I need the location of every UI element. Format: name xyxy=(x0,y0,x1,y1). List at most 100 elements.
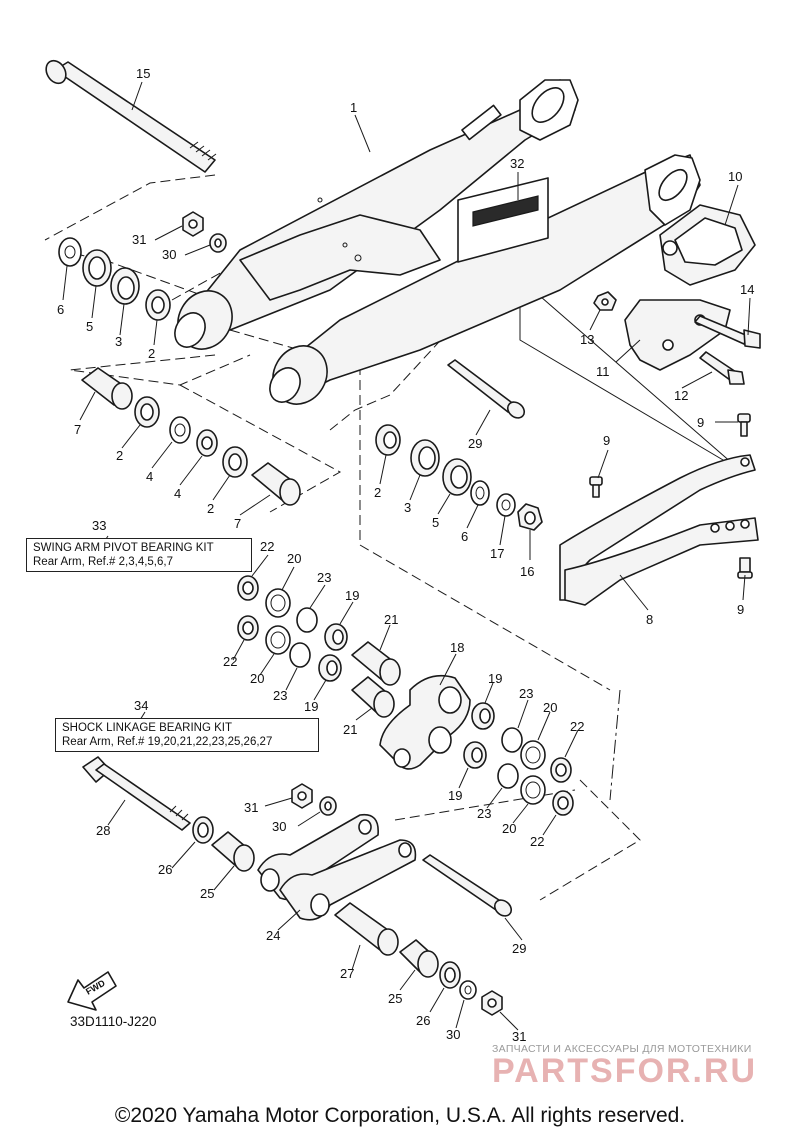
callout-numbers: 15 1 32 10 31 30 14 6 5 3 2 13 11 12 7 9… xyxy=(57,66,754,1044)
callout-22-b: 22 xyxy=(223,654,237,669)
callout-18: 18 xyxy=(450,640,464,655)
callout-23-a: 23 xyxy=(317,570,331,585)
callout-23-d: 23 xyxy=(477,806,491,821)
swing-arm-pivot-kit-box: SWING ARM PIVOT BEARING KIT Rear Arm, Re… xyxy=(26,538,252,572)
callout-9-mid: 9 xyxy=(603,433,610,448)
part-29-bolt-lower xyxy=(422,854,513,917)
callout-3-right: 3 xyxy=(404,500,411,515)
part-9-screw xyxy=(589,413,753,579)
callout-7-upper: 7 xyxy=(74,422,81,437)
callout-25-right: 25 xyxy=(388,991,402,1006)
callout-26-left: 26 xyxy=(158,862,172,877)
callout-32: 32 xyxy=(510,156,524,171)
part-24-connecting-rod xyxy=(257,813,417,921)
callout-12: 12 xyxy=(674,388,688,403)
callout-33: 33 xyxy=(92,518,106,533)
callout-2-kit-b: 2 xyxy=(207,501,214,516)
callout-30-mid: 30 xyxy=(272,819,286,834)
part-10-chain-puller xyxy=(659,204,756,286)
callout-9-right: 9 xyxy=(697,415,704,430)
callout-20-a: 20 xyxy=(287,551,301,566)
callout-6-right: 6 xyxy=(461,529,468,544)
callout-29-lower: 29 xyxy=(512,941,526,956)
callout-24: 24 xyxy=(266,928,280,943)
callout-20-c: 20 xyxy=(543,700,557,715)
callout-19-c: 19 xyxy=(304,699,318,714)
diagram-code: 33D1110-J220 xyxy=(70,1014,157,1029)
part-18-relay-arm xyxy=(379,674,471,770)
callout-30-top: 30 xyxy=(162,247,176,262)
callout-21-b: 21 xyxy=(343,722,357,737)
callout-34: 34 xyxy=(134,698,148,713)
callout-13: 13 xyxy=(580,332,594,347)
part-15-pivot-shaft xyxy=(45,59,217,173)
callout-2-kit-a: 2 xyxy=(116,448,123,463)
left-bearing-kit-row xyxy=(81,367,301,506)
part-29-bolt-upper xyxy=(447,359,526,419)
callout-22-d: 22 xyxy=(530,834,544,849)
watermark-tagline: ЗАПЧАСТИ И АКСЕССУАРЫ ДЛЯ МОТОТЕХНИКИ xyxy=(492,1043,752,1055)
linkage-bearings-right xyxy=(463,702,574,816)
shock-linkage-kit-box: SHOCK LINKAGE BEARING KIT Rear Arm, Ref.… xyxy=(55,718,319,752)
callout-31-bottom: 31 xyxy=(512,1029,526,1044)
lower-left-spacers xyxy=(192,816,255,872)
copyright-notice: ©2020 Yamaha Motor Corporation, U.S.A. A… xyxy=(114,1104,686,1127)
callout-14: 14 xyxy=(740,282,754,297)
callout-23-b: 23 xyxy=(273,688,287,703)
part-8-chain-slider xyxy=(559,454,759,606)
kit-34-title: SHOCK LINKAGE BEARING KIT xyxy=(62,722,232,734)
callout-19-b: 19 xyxy=(488,671,502,686)
callout-26-right: 26 xyxy=(416,1013,430,1028)
callout-8: 8 xyxy=(646,612,653,627)
callout-19-a: 19 xyxy=(345,588,359,603)
callout-11: 11 xyxy=(596,364,610,379)
callout-9-bottom: 9 xyxy=(737,602,744,617)
linkage-bearings-left xyxy=(237,575,348,682)
leader-lines xyxy=(62,81,751,1031)
callout-4-kit-b: 4 xyxy=(174,486,181,501)
callout-29-upper: 29 xyxy=(468,436,482,451)
lower-nut-washer-left xyxy=(291,783,337,816)
part-21-spacers xyxy=(351,641,401,718)
fwd-arrow-icon: FWD xyxy=(67,971,117,1011)
callout-2-left: 2 xyxy=(148,346,155,361)
callout-28: 28 xyxy=(96,823,110,838)
callout-4-kit-a: 4 xyxy=(146,469,153,484)
callout-31-top: 31 xyxy=(132,232,146,247)
kit-33-note: Rear Arm, Ref.# 2,3,4,5,6,7 xyxy=(33,556,173,568)
part-12-bolt xyxy=(699,351,745,385)
callout-27: 27 xyxy=(340,966,354,981)
callout-20-d: 20 xyxy=(502,821,516,836)
callout-16: 16 xyxy=(520,564,534,579)
part-28-bolt xyxy=(82,756,191,831)
callout-7-lower: 7 xyxy=(234,516,241,531)
callout-19-d: 19 xyxy=(448,788,462,803)
callout-5-left: 5 xyxy=(86,319,93,334)
callout-20-b: 20 xyxy=(250,671,264,686)
watermark-brand-logo: PARTSFOR.RU xyxy=(492,1052,758,1090)
callout-6-left: 6 xyxy=(57,302,64,317)
kit-33-title: SWING ARM PIVOT BEARING KIT xyxy=(33,542,214,554)
callout-3-left: 3 xyxy=(115,334,122,349)
callout-5-right: 5 xyxy=(432,515,439,530)
callout-15: 15 xyxy=(136,66,150,81)
lower-right-stack xyxy=(334,902,503,1016)
callout-10: 10 xyxy=(728,169,742,184)
callout-2-right: 2 xyxy=(374,485,381,500)
kit-34-note: Rear Arm, Ref.# 19,20,21,22,23,25,26,27 xyxy=(62,736,273,748)
callout-25-left: 25 xyxy=(200,886,214,901)
callout-30-bottom: 30 xyxy=(446,1027,460,1042)
upper-nut-washer xyxy=(182,211,227,253)
callout-23-c: 23 xyxy=(519,686,533,701)
callout-22-c: 22 xyxy=(570,719,584,734)
part-1-swing-arm xyxy=(174,79,701,405)
callout-22-a: 22 xyxy=(260,539,274,554)
left-pivot-bearing-stack xyxy=(58,237,171,321)
callout-17: 17 xyxy=(490,546,504,561)
callout-21-a: 21 xyxy=(384,612,398,627)
callout-1: 1 xyxy=(350,100,357,115)
right-bearing-kit-row xyxy=(375,424,543,531)
part-13-nut xyxy=(593,291,617,311)
callout-31-mid: 31 xyxy=(244,800,258,815)
